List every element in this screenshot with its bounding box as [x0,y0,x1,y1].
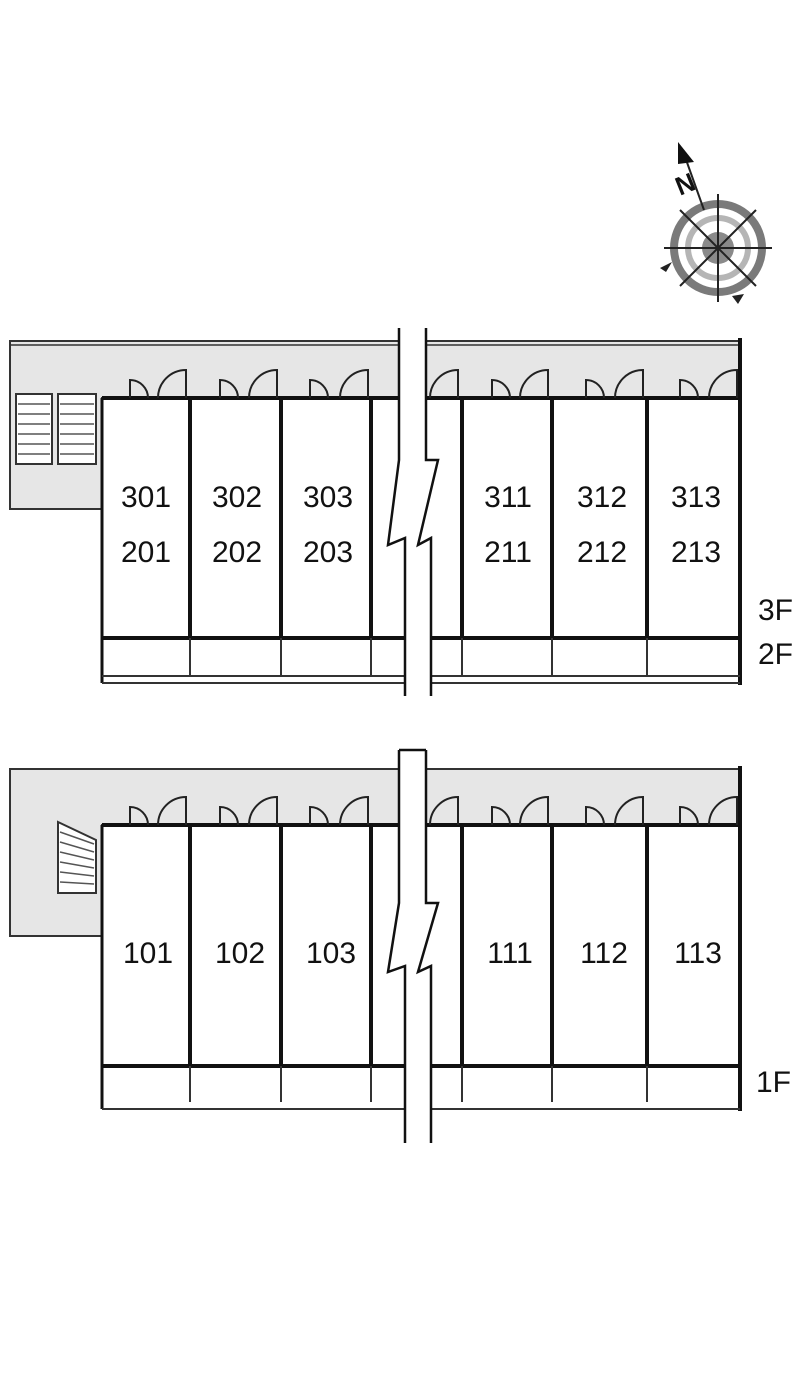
door-icons-lower [129,795,738,826]
lower-unit-labels: 101 102 103 111 112 113 1F [123,937,791,1099]
compass-north-label: N [671,167,700,202]
staircase-icon [15,393,97,465]
unit-203-label: 203 [303,536,353,569]
unit-103-label: 103 [306,937,356,970]
unit-211-label: 211 [484,536,532,569]
floor-label-1f: 1F [756,1066,791,1099]
unit-102-label: 102 [215,937,265,970]
unit-311-label: 311 [484,481,532,514]
door-icons-upper [129,368,738,399]
compass-rose-icon [660,142,772,304]
floor-label-3f: 3F [758,594,793,627]
lower-block [9,748,742,1143]
unit-301-label: 301 [121,481,171,514]
unit-213-label: 213 [671,536,721,569]
staircase-icon [57,820,97,894]
unit-101-label: 101 [123,937,173,970]
unit-212-label: 212 [577,536,627,569]
unit-202-label: 202 [212,536,262,569]
unit-303-label: 303 [303,481,353,514]
unit-302-label: 302 [212,481,262,514]
upper-block [9,328,742,696]
upper-unit-labels: 301 201 302 202 303 203 311 211 312 212 … [121,481,793,671]
unit-312-label: 312 [577,481,627,514]
unit-111-label: 111 [487,937,533,970]
unit-201-label: 201 [121,536,171,569]
unit-113-label: 113 [674,937,722,970]
unit-313-label: 313 [671,481,721,514]
unit-112-label: 112 [580,937,628,970]
floor-label-2f: 2F [758,638,793,671]
